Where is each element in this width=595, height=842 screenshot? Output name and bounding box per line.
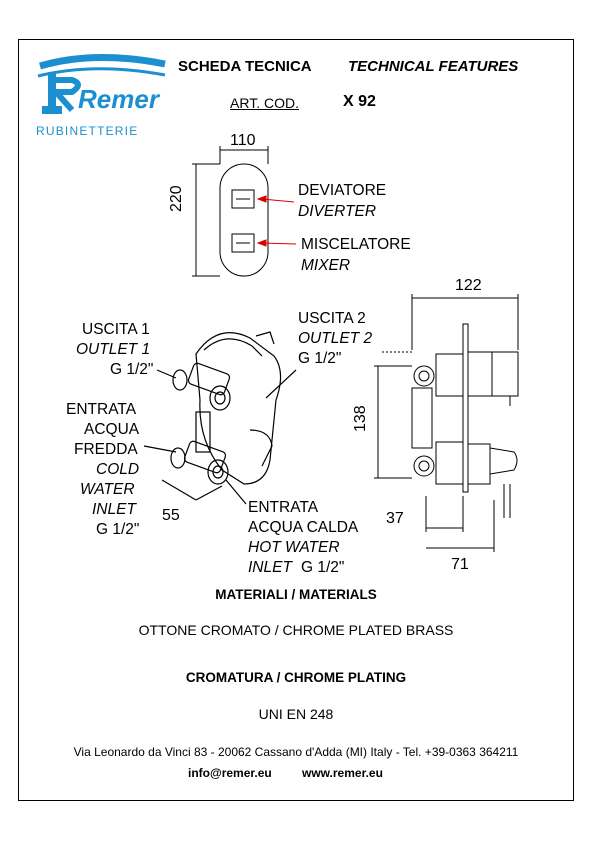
iso-outlet1 — [172, 369, 188, 391]
label-diverter-en: DIVERTER — [298, 203, 377, 220]
footer-website[interactable]: www.remer.eu — [302, 766, 383, 780]
dim-width-110: 110 — [230, 132, 256, 149]
label-hot-line2: ACQUA CALDA — [248, 519, 359, 536]
art-code-label: ART. COD. — [230, 95, 299, 111]
side-lower-port — [413, 455, 435, 477]
label-outlet1-it: USCITA 1 — [82, 321, 150, 338]
title-italian: SCHEDA TECNICA — [178, 58, 312, 75]
label-hot-size: G 1/2" — [301, 559, 345, 576]
side-diverter-handle — [491, 351, 519, 397]
plating-title: CROMATURA / CHROME PLATING — [185, 670, 407, 685]
label-outlet2-size: G 1/2" — [298, 350, 342, 367]
front-mixer-handle — [231, 233, 255, 253]
iso-hot-port — [207, 459, 229, 485]
label-diverter-it: DEVIATORE — [298, 182, 387, 199]
logo-subtext: RUBINETTERIE — [36, 124, 139, 138]
label-cold-en2: WATER — [80, 481, 135, 498]
dim-71: 71 — [451, 556, 469, 573]
dim-138: 138 — [352, 405, 369, 432]
label-cold-line2: ACQUA — [84, 421, 140, 438]
label-cold-line3: FREDDA — [74, 441, 138, 458]
side-pipe — [411, 387, 433, 449]
iso-upper-body — [187, 362, 231, 396]
side-mixer-body — [467, 443, 491, 485]
dim-height-220: 220 — [168, 185, 185, 212]
side-wall-plate — [462, 323, 469, 493]
plating-value: UNI EN 248 — [258, 706, 334, 722]
materials-title: MATERIALI / MATERIALS — [215, 587, 377, 602]
label-cold-size: G 1/2" — [96, 521, 140, 538]
side-mixer-lever — [489, 447, 518, 475]
front-diverter-handle — [231, 189, 255, 209]
iso-lower-body — [183, 440, 227, 474]
label-cold-en1: COLD — [96, 461, 140, 478]
dim-55: 55 — [162, 507, 180, 524]
side-upper-port — [413, 365, 435, 387]
label-mixer-it: MISCELATORE — [301, 236, 411, 253]
dim-37: 37 — [386, 510, 404, 527]
footer-address: Via Leonardo da Vinci 83 - 20062 Cassano… — [73, 745, 519, 759]
label-outlet1-size: G 1/2" — [110, 361, 154, 378]
art-code-value: X 92 — [343, 93, 376, 110]
label-hot-en2: INLET — [248, 559, 292, 576]
footer-email[interactable]: info@remer.eu — [188, 766, 272, 780]
label-mixer-en: MIXER — [301, 257, 351, 274]
label-cold-en3: INLET — [92, 501, 136, 518]
iso-upper-port — [209, 385, 231, 411]
materials-value: OTTONE CROMATO / CHROME PLATED BRASS — [138, 622, 454, 638]
front-plate — [219, 163, 269, 277]
label-hot-line1: ENTRATA — [248, 499, 319, 516]
iso-plate — [195, 332, 282, 485]
label-hot-en1: HOT WATER — [248, 539, 340, 556]
label-outlet2-en: OUTLET 2 — [298, 330, 373, 347]
dim-122: 122 — [455, 277, 482, 294]
label-cold-line1: ENTRATA — [66, 401, 137, 418]
label-outlet1-en: OUTLET 1 — [76, 341, 151, 358]
logo-text: Remer — [78, 84, 159, 114]
title-english: TECHNICAL FEATURES — [348, 58, 519, 75]
label-outlet2-it: USCITA 2 — [298, 310, 366, 327]
side-diverter-body — [467, 351, 493, 397]
page-frame — [18, 39, 574, 801]
